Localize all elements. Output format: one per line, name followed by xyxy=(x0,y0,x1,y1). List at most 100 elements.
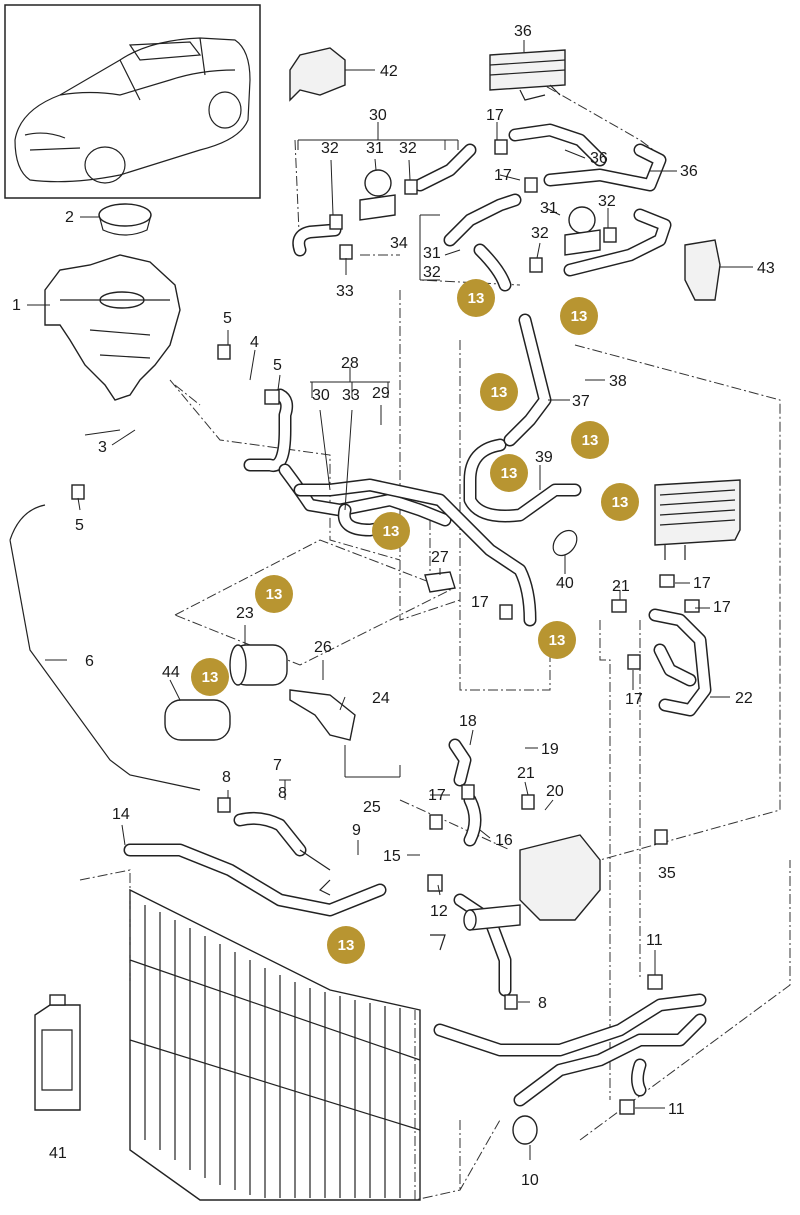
badge-13: 13 xyxy=(327,926,365,964)
callout-17-top: 17 xyxy=(486,107,504,124)
callout-20: 20 xyxy=(546,783,564,800)
callout-32-e: 32 xyxy=(598,193,616,210)
callout-16: 16 xyxy=(495,832,513,849)
badge-13: 13 xyxy=(490,454,528,492)
badge-13-label: 13 xyxy=(582,432,599,449)
badge-13: 13 xyxy=(255,575,293,613)
badge-13-label: 13 xyxy=(612,494,629,511)
callout-8-left: 8 xyxy=(222,769,231,786)
callout-30-lower: 30 xyxy=(312,387,330,404)
filler-cap xyxy=(98,203,152,236)
badge-13-label: 13 xyxy=(338,937,355,954)
callout-27: 27 xyxy=(431,549,449,566)
badge-13: 13 xyxy=(571,421,609,459)
thermostat-housing xyxy=(463,834,601,931)
callout-3: 3 xyxy=(98,439,107,456)
badge-13: 13 xyxy=(480,373,518,411)
callout-36-right: 36 xyxy=(680,163,698,180)
callout-17-pipe: 17 xyxy=(471,594,489,611)
callout-18: 18 xyxy=(459,713,477,730)
badge-13: 13 xyxy=(372,512,410,550)
callout-5-upper: 5 xyxy=(223,310,232,327)
callout-40: 40 xyxy=(556,575,574,592)
callout-12: 12 xyxy=(430,903,448,920)
flange-10 xyxy=(512,1115,538,1145)
radiator xyxy=(129,888,421,1201)
callout-21-lower: 21 xyxy=(517,765,535,782)
callout-7: 7 xyxy=(273,757,282,774)
callout-35: 35 xyxy=(658,865,676,882)
callout-26: 26 xyxy=(314,639,332,656)
callout-labels: 1 2 3 4 5 5 5 6 7 8 8 8 9 10 11 11 12 14… xyxy=(12,23,775,1189)
oil-cooler xyxy=(654,479,741,560)
badge-13: 13 xyxy=(538,621,576,659)
bracket-24 xyxy=(289,689,356,741)
callout-31-right: 31 xyxy=(540,200,558,217)
callout-4: 4 xyxy=(250,334,259,351)
callout-36-top: 36 xyxy=(514,23,532,40)
seal-ring-40 xyxy=(552,529,578,557)
callout-23: 23 xyxy=(236,605,254,622)
hose-lines xyxy=(9,123,712,1107)
callout-28: 28 xyxy=(341,355,359,372)
callout-15: 15 xyxy=(383,848,401,865)
callout-11-upper: 11 xyxy=(646,932,663,949)
pump-mount-44 xyxy=(164,699,231,741)
callout-29: 29 xyxy=(372,385,390,402)
callout-36-mid: 36 xyxy=(590,150,608,167)
heat-exchanger-36 xyxy=(489,49,566,101)
callout-31-left: 31 xyxy=(423,245,441,262)
callout-42: 42 xyxy=(380,63,398,80)
hose-clamps xyxy=(71,139,700,1115)
callout-32-d: 32 xyxy=(531,225,549,242)
callout-11-lower: 11 xyxy=(668,1101,685,1118)
leader-lines xyxy=(27,40,753,1160)
badge-13: 13 xyxy=(560,297,598,335)
callout-1: 1 xyxy=(12,297,21,314)
vehicle-thumbnail xyxy=(4,4,261,199)
auxiliary-pump xyxy=(229,644,288,686)
coolant-bottle xyxy=(34,994,81,1111)
callout-32-a: 32 xyxy=(321,140,339,157)
callout-25: 25 xyxy=(363,799,381,816)
callout-37: 37 xyxy=(572,393,590,410)
callout-2: 2 xyxy=(65,209,74,226)
badge-group: 13 13 13 13 13 13 13 13 xyxy=(191,279,639,964)
callout-17-thermo: 17 xyxy=(428,787,446,804)
callout-9: 9 xyxy=(352,822,361,839)
badge-13-label: 13 xyxy=(501,465,518,482)
callout-33-upper: 33 xyxy=(342,387,360,404)
callout-8-lower: 8 xyxy=(538,995,547,1012)
callout-19: 19 xyxy=(541,741,559,758)
callout-34: 34 xyxy=(390,235,408,252)
badge-13-label: 13 xyxy=(468,290,485,307)
badge-13-label: 13 xyxy=(266,586,283,603)
cover-43 xyxy=(684,239,721,301)
valve-31-upper xyxy=(359,169,396,221)
callout-33-lower: 33 xyxy=(336,283,354,300)
badge-13-label: 13 xyxy=(549,632,566,649)
callout-39: 39 xyxy=(535,449,553,466)
callout-32-c: 32 xyxy=(423,264,441,281)
callout-22: 22 xyxy=(735,690,753,707)
callout-43: 43 xyxy=(757,260,775,277)
callout-10: 10 xyxy=(521,1172,539,1189)
valve-31-right xyxy=(564,206,601,256)
callout-17-cooler-c: 17 xyxy=(625,691,643,708)
callout-17-cooler-b: 17 xyxy=(713,599,731,616)
badge-13: 13 xyxy=(601,483,639,521)
callout-38: 38 xyxy=(609,373,627,390)
badge-13-label: 13 xyxy=(383,523,400,540)
cover-42 xyxy=(289,47,346,102)
bracket-27 xyxy=(424,571,456,593)
badge-13: 13 xyxy=(191,658,229,696)
expansion-tank xyxy=(44,254,181,401)
callout-5-middle: 5 xyxy=(273,357,282,374)
badge-13: 13 xyxy=(457,279,495,317)
callout-17-cooler-a: 17 xyxy=(693,575,711,592)
callout-41: 41 xyxy=(49,1145,67,1162)
callout-17-mid: 17 xyxy=(494,167,512,184)
badge-13-label: 13 xyxy=(491,384,508,401)
callout-32-b: 32 xyxy=(399,140,417,157)
